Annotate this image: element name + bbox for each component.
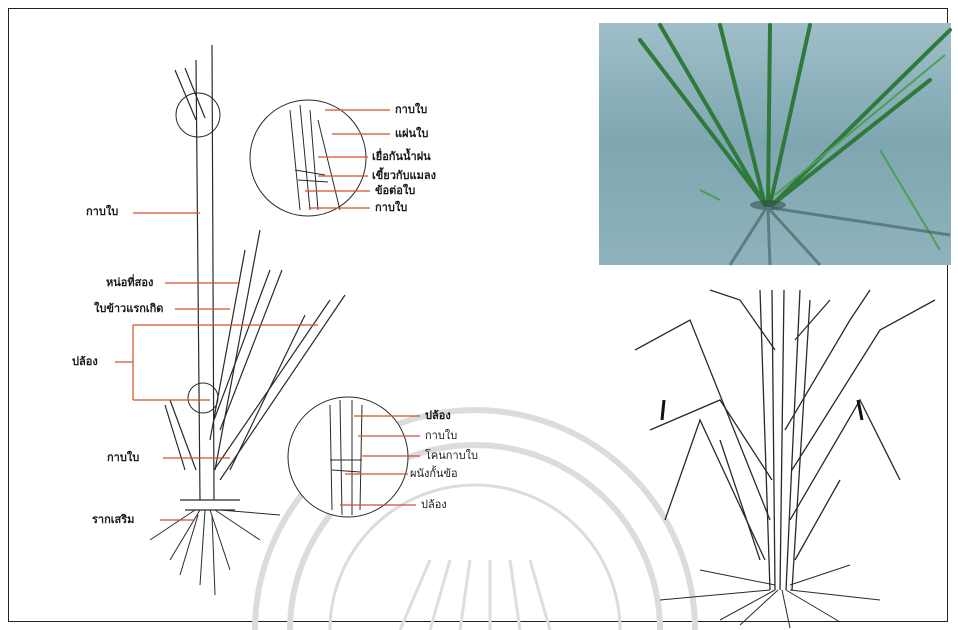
inset-top-label-1: กาบใบ bbox=[395, 104, 427, 115]
inset-top-label-2: แผ่นใบ bbox=[395, 128, 428, 139]
label-first-leaf: ใบข้าวแรกเกิด bbox=[94, 303, 163, 314]
inset-bottom-label-1: ปล้อง bbox=[425, 410, 451, 421]
label-adventitious-root: รากเสริม bbox=[92, 514, 134, 525]
inset-bottom-label-3: โคนกาบใบ bbox=[425, 450, 478, 461]
inset-bottom-label-2: กาบใบ bbox=[425, 430, 457, 441]
inset-bottom-label-4: ผนังกั้นข้อ bbox=[410, 468, 458, 479]
inset-top-label-4: เขี้ยวกับแมลง bbox=[372, 170, 436, 181]
inset-top-label-6: กาบใบ bbox=[375, 202, 407, 213]
inset-top-label-3: เยื่อกันน้ำฝน bbox=[372, 151, 431, 162]
label-leaf-sheath-top: กาบใบ bbox=[86, 206, 118, 217]
inset-bottom-label-5: ปล้อง bbox=[421, 499, 447, 510]
label-internode: ปล้อง bbox=[72, 356, 98, 367]
label-second-tiller: หน่อที่สอง bbox=[106, 277, 153, 288]
inset-top-label-5: ข้อต่อใบ bbox=[375, 185, 415, 196]
label-leaf-sheath-bottom: กาบใบ bbox=[107, 452, 139, 463]
